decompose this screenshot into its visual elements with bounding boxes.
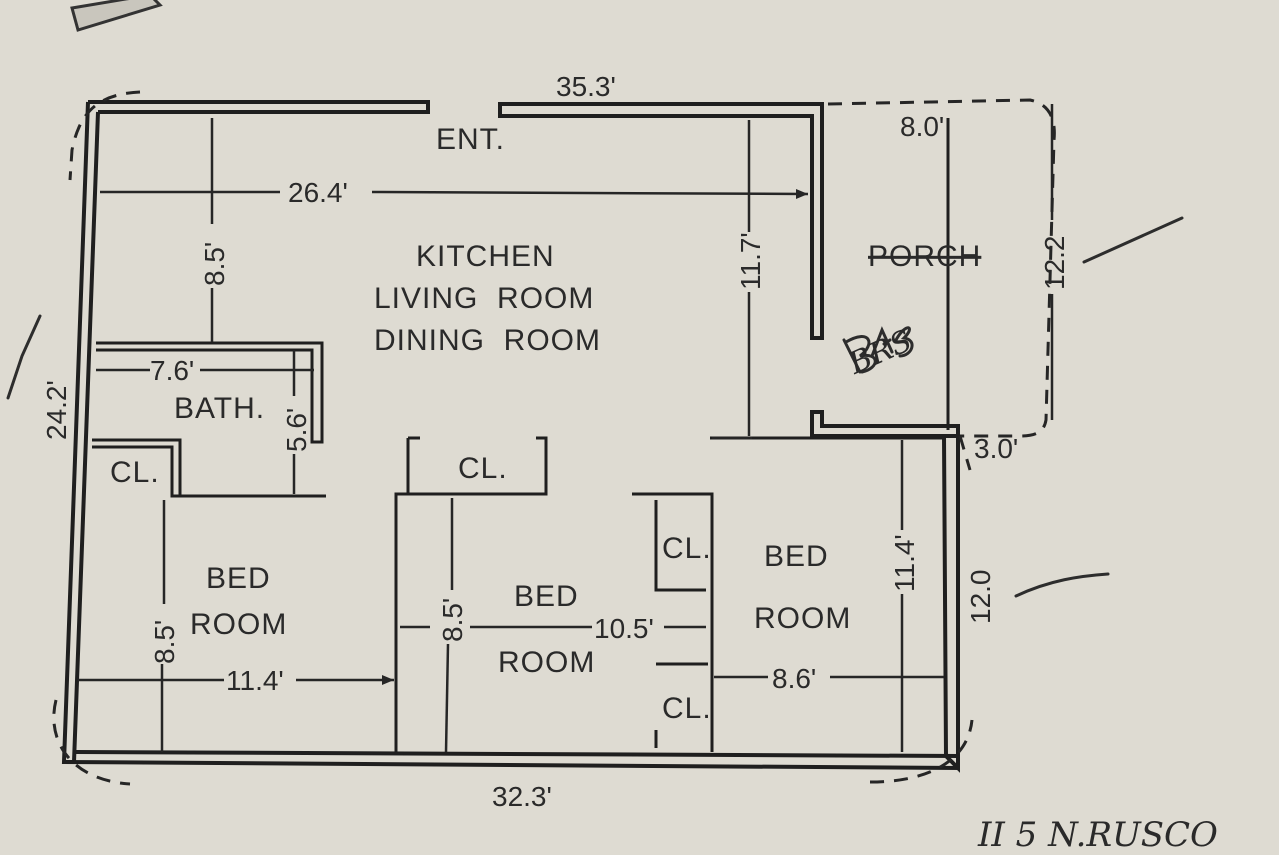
entrance-label: ENT. [436, 123, 505, 156]
bed-right-label-2: ROOM [754, 602, 851, 635]
kitchen-label: KITCHEN [416, 240, 555, 273]
bed-center-label-1: BED [514, 580, 579, 613]
dim-top-overall: 35.3' [556, 71, 616, 102]
interior-walls [92, 341, 944, 752]
dim-porch-depth: 12.2 [1039, 236, 1070, 291]
dim-living-width: 26.4' [288, 177, 348, 208]
dimension-lines [78, 104, 1054, 753]
dim-bed-right-width: 8.6' [772, 663, 816, 694]
dim-porch-offset: 3.0' [974, 433, 1018, 464]
closet-right-lower-label: CL. [662, 692, 712, 725]
closet-right-upper-label: CL. [662, 532, 712, 565]
paper-scrap [70, 0, 163, 32]
bed-right-label-1: BED [764, 540, 829, 573]
dim-living-depth: 8.5' [199, 242, 230, 286]
dim-bed-left-width: 11.4' [226, 665, 284, 696]
dim-right-wing: 12.0 [965, 570, 996, 625]
dim-left-overall: 24.2' [41, 380, 72, 440]
dim-bed-center-height: 8.5' [437, 598, 468, 642]
dim-bed-center-width: 10.5' [594, 613, 654, 644]
bed-left-label-1: BED [206, 562, 271, 595]
dim-bottom-overall: 32.3' [492, 781, 552, 812]
pen-marks [6, 216, 1184, 598]
footer-note: II 5 N.RUSCO [977, 815, 1218, 855]
closet-bath-label: CL. [110, 456, 160, 489]
living-room-label: LIVING ROOM [374, 282, 594, 315]
corner-arcs [52, 90, 974, 786]
dim-living-right-height: 11.7' [735, 232, 766, 290]
dim-bath-width: 7.6' [150, 355, 194, 386]
porch-label: PORCH [868, 240, 981, 273]
bed-center-label-2: ROOM [498, 646, 595, 679]
dim-bed-right-height: 11.4' [889, 534, 920, 592]
outer-walls [61, 100, 960, 773]
dim-bath-depth: 5.6' [281, 408, 312, 452]
bath-label: BATH. [174, 392, 265, 425]
porch-outline [827, 98, 1056, 471]
dim-porch-width: 8.0' [900, 111, 944, 142]
dim-bed-left-height: 8.5' [149, 620, 180, 664]
closet-center-label: CL. [458, 452, 508, 485]
dining-room-label: DINING ROOM [374, 324, 601, 357]
bed-left-label-2: ROOM [190, 608, 287, 641]
